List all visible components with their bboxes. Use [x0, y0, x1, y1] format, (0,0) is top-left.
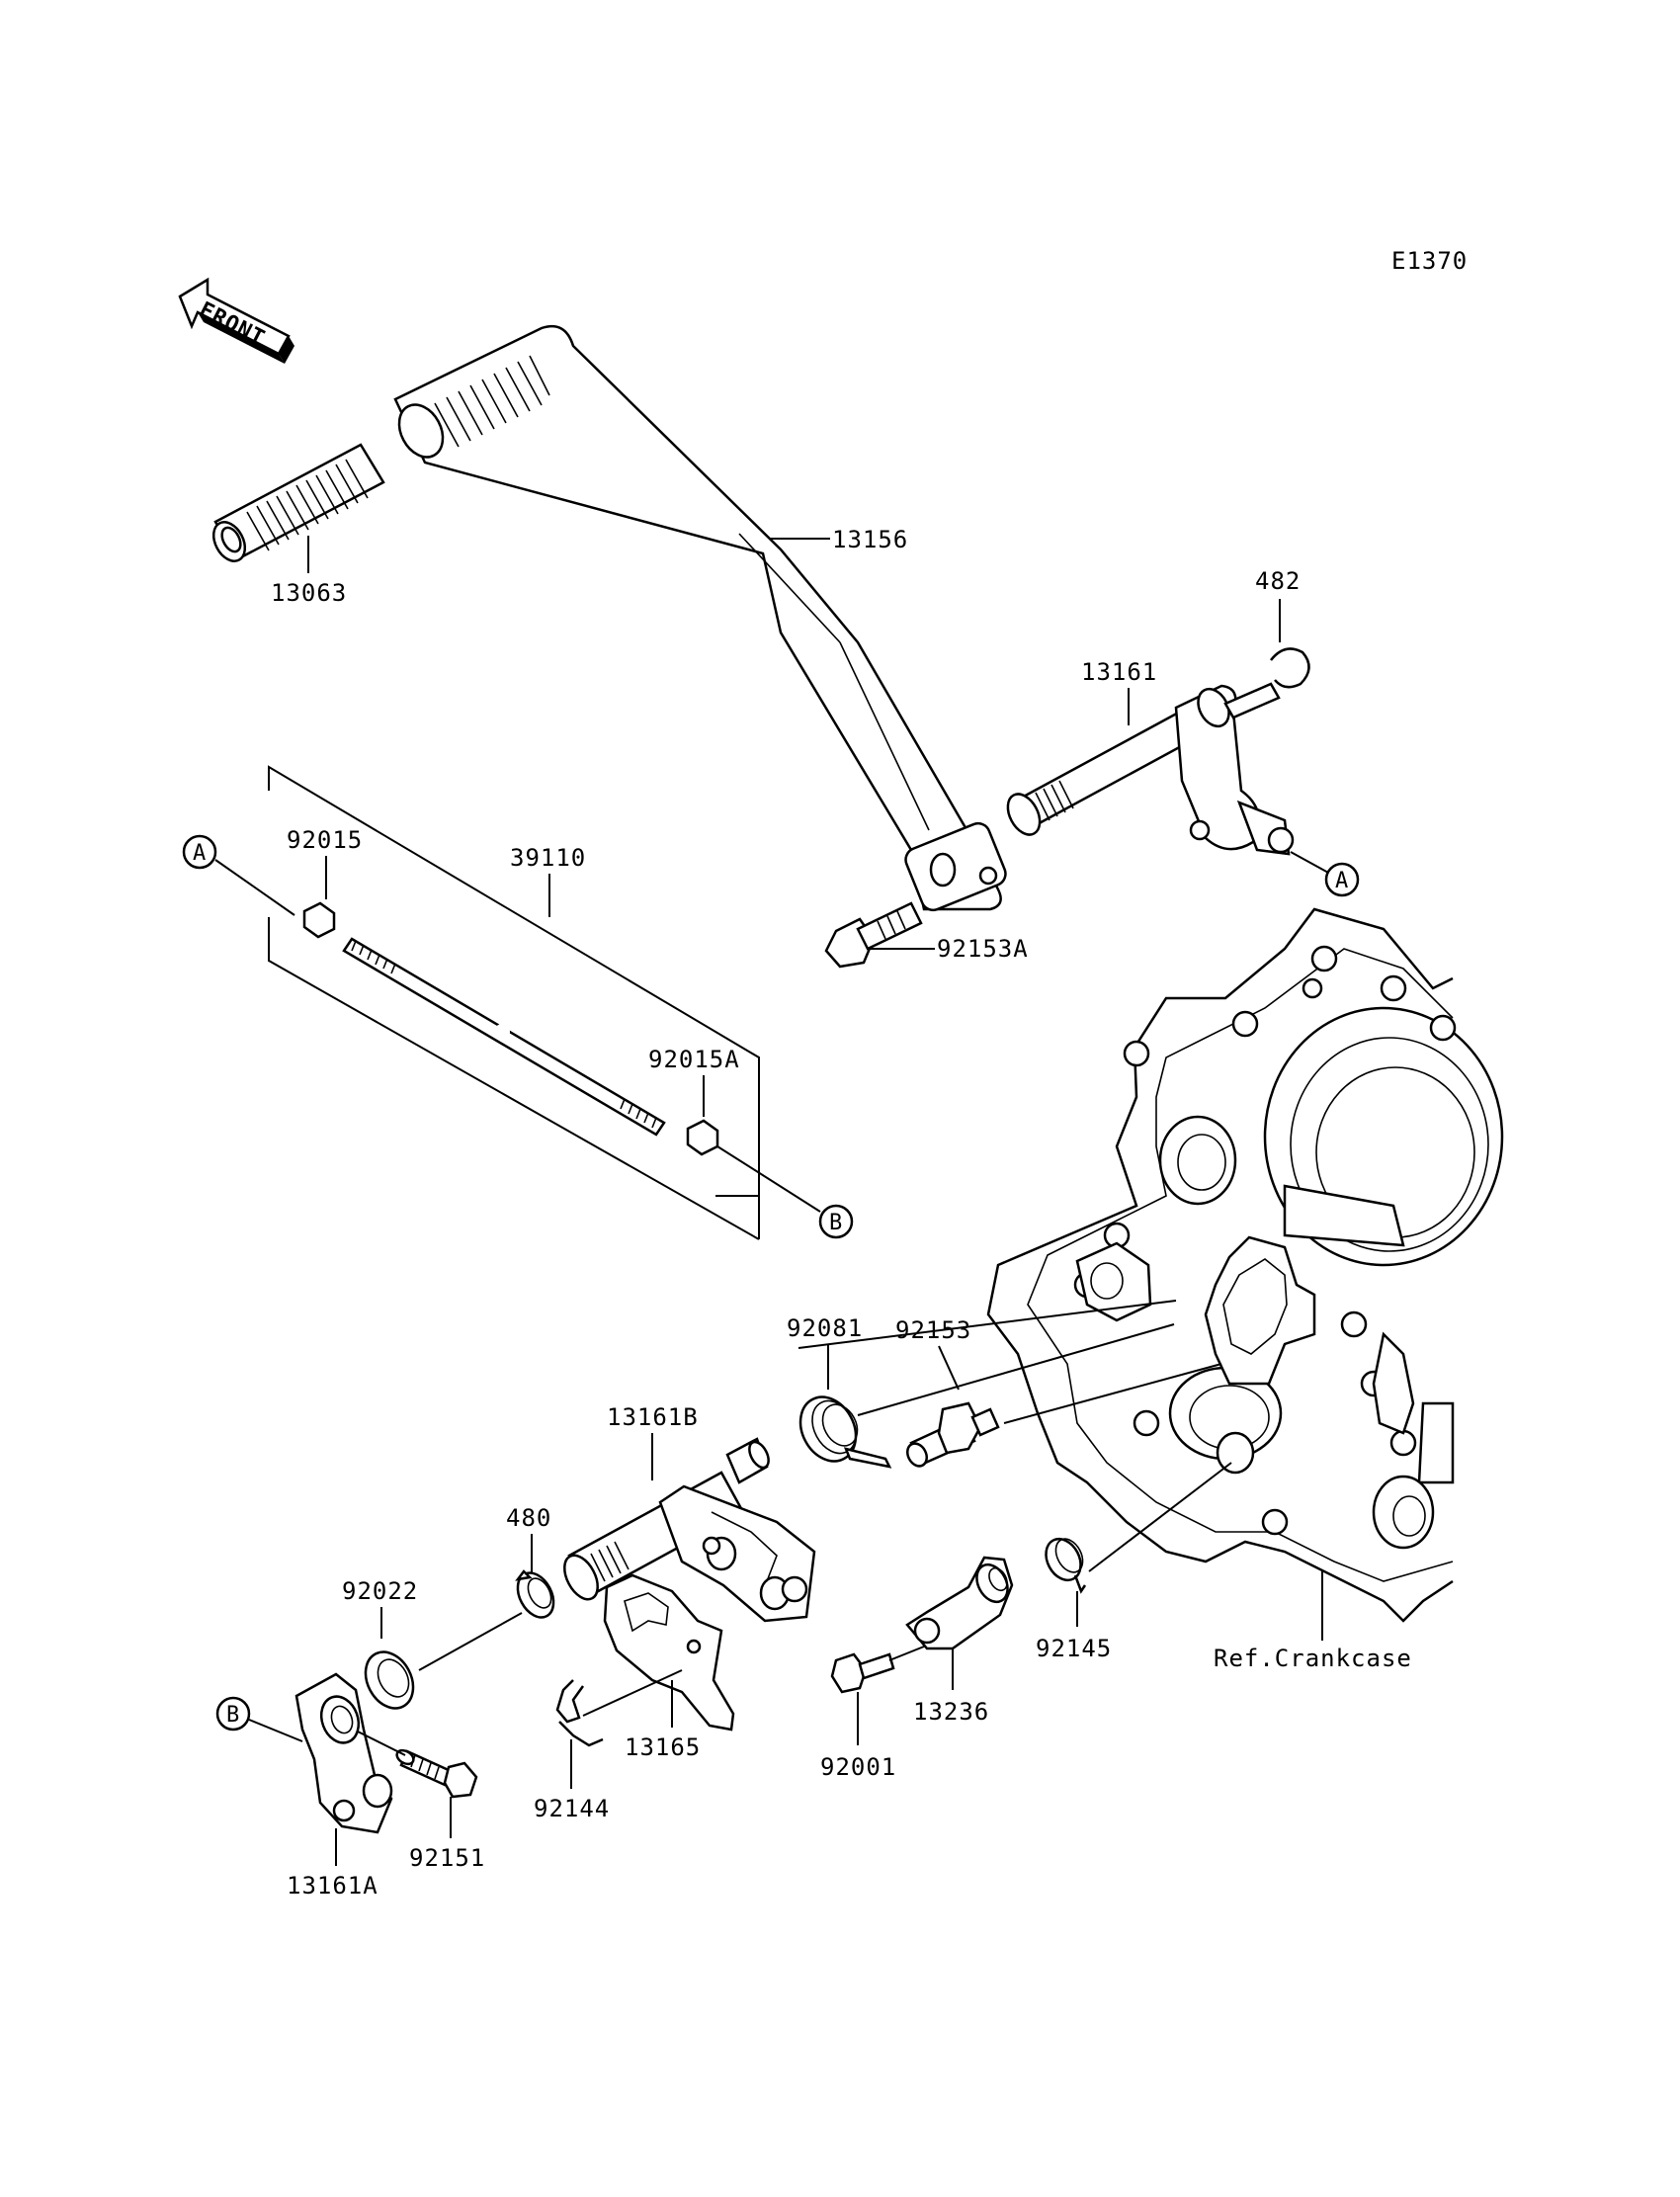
part-92022: 92022 — [342, 1577, 418, 1605]
bolt-92001 — [830, 1652, 895, 1694]
part-39110: 39110 — [510, 844, 586, 872]
bolt-92153A — [824, 901, 923, 969]
ref-circle-b-left — [215, 1696, 251, 1732]
ref-circle-a-left — [182, 834, 217, 870]
ref-b-left: B — [226, 1703, 239, 1728]
neutral-positioning-lever-13236 — [905, 1556, 1014, 1650]
part-13156: 13156 — [832, 526, 908, 553]
part-13161: 13161 — [1081, 658, 1157, 686]
bolt-92151 — [395, 1748, 478, 1799]
part-480: 480 — [506, 1504, 551, 1532]
ref-circle-b-right — [818, 1204, 854, 1239]
shift-pedal-rubber — [211, 443, 385, 562]
part-92144: 92144 — [534, 1795, 610, 1822]
bolt-92153 — [906, 1401, 1000, 1468]
part-92081: 92081 — [787, 1314, 863, 1342]
part-482: 482 — [1255, 567, 1301, 595]
ref-a-right: A — [1335, 869, 1348, 893]
part-13236: 13236 — [913, 1698, 989, 1726]
spring-92145 — [1045, 1537, 1087, 1594]
shift-arm-13161A — [294, 1672, 393, 1834]
part-92015: 92015 — [287, 826, 363, 854]
ref-a-left: A — [193, 841, 206, 866]
part-92153: 92153 — [895, 1316, 971, 1344]
part-13161B: 13161B — [607, 1403, 699, 1431]
crankcase — [986, 907, 1504, 1623]
shift-shaft-assembly-13161B — [563, 1437, 816, 1623]
part-92001: 92001 — [820, 1753, 896, 1781]
diagram-code: E1370 — [1391, 247, 1468, 275]
part-92145: 92145 — [1036, 1635, 1112, 1662]
shift-pedal-lever — [393, 324, 1007, 912]
part-13161A: 13161A — [287, 1872, 378, 1900]
part-13063: 13063 — [271, 579, 347, 607]
gear-shift-pawl-13165 — [603, 1573, 735, 1732]
spring-92144 — [555, 1679, 604, 1747]
shift-shaft — [1006, 682, 1295, 856]
ref-b-right: B — [829, 1211, 842, 1235]
part-92153A: 92153A — [937, 935, 1029, 963]
part-13165: 13165 — [625, 1733, 701, 1761]
part-92015A: 92015A — [648, 1046, 740, 1073]
washer-92022 — [364, 1650, 415, 1710]
circlip-480 — [515, 1569, 555, 1619]
front-arrow-icon: FRONT — [178, 277, 294, 364]
part-92151: 92151 — [409, 1844, 485, 1872]
ref-circle-a-right — [1324, 862, 1360, 897]
tie-rod — [342, 937, 666, 1137]
ref-crankcase-label: Ref.Crankcase — [1214, 1645, 1412, 1672]
return-spring-92081 — [798, 1395, 892, 1469]
tie-rod-group-bracket — [268, 765, 760, 1240]
